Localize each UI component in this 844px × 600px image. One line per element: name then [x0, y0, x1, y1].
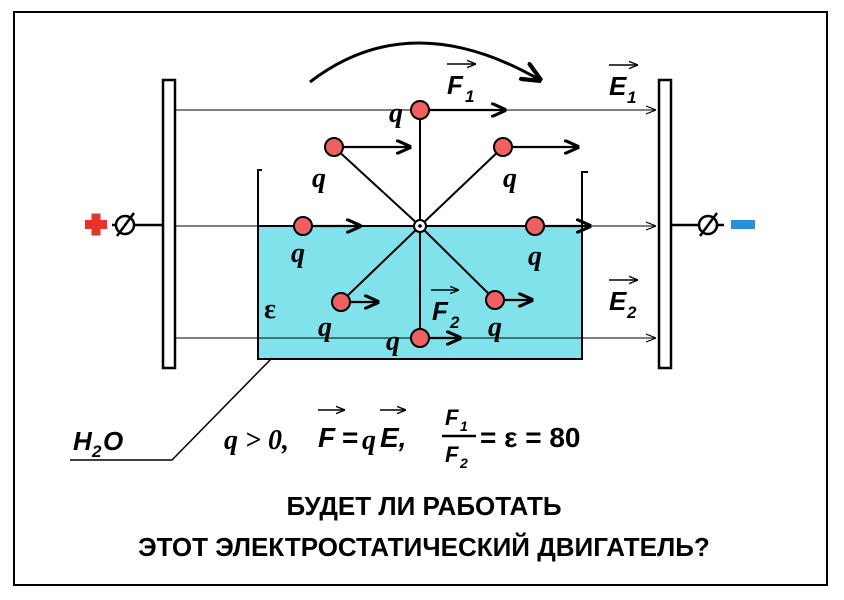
diagram-frame: [13, 11, 828, 586]
svg-text:O: O: [103, 426, 123, 456]
force-label-top: F 1: [447, 64, 476, 106]
water-label: H 2 O: [73, 426, 123, 461]
svg-text:F: F: [445, 442, 459, 467]
svg-text:E,: E,: [380, 422, 406, 453]
svg-text:H: H: [73, 426, 93, 456]
charge-label-right: q: [528, 241, 542, 272]
vessel-left-wall: [257, 169, 262, 359]
svg-text:F: F: [318, 422, 336, 453]
charge-lower-left: [331, 292, 351, 312]
svg-text:2: 2: [459, 455, 468, 471]
formula: q > 0, F = q E, F 1 F 2 = ε = 80: [224, 405, 580, 471]
charge-label-upper-left: q: [312, 163, 326, 194]
rotation-arrow: [309, 41, 540, 82]
svg-text:=: =: [342, 422, 358, 453]
charge-left: [293, 216, 313, 236]
charge-lower-right: [485, 290, 505, 310]
permittivity-label: ε: [264, 294, 276, 325]
right-plate: [657, 78, 673, 370]
left-plate: [161, 78, 177, 370]
svg-text:1: 1: [627, 88, 636, 107]
svg-text:E: E: [609, 71, 627, 101]
svg-text:2: 2: [91, 442, 102, 461]
svg-text:2: 2: [626, 303, 637, 322]
formula-tail: = ε = 80: [480, 422, 580, 453]
charge-right: [525, 216, 545, 236]
field-label-bottom: E 2: [609, 280, 638, 322]
field-label-top: E 1: [609, 65, 638, 107]
charge-label-upper-right: q: [503, 163, 517, 194]
charges: [293, 100, 545, 348]
svg-text:1: 1: [465, 87, 474, 106]
formula-condition: q > 0,: [224, 425, 289, 456]
left-terminal-icon: [114, 212, 136, 237]
question-line-2: ЭТОТ ЭЛЕКТРОСТАТИЧЕСКИЙ ДВИГАТЕЛЬ?: [138, 532, 710, 562]
charge-label-bottom: q: [386, 326, 400, 357]
svg-text:2: 2: [449, 313, 460, 332]
svg-text:F: F: [447, 70, 464, 100]
charge-label-lower-right: q: [488, 312, 502, 343]
charge-upper-right: [493, 137, 513, 157]
pivot-icon: [413, 219, 427, 233]
charge-top: [410, 100, 430, 120]
water-pointer: [70, 357, 273, 461]
vessel-right-wall: [581, 171, 588, 359]
plus-icon: [85, 213, 107, 236]
charge-label-top: q: [389, 98, 403, 129]
question-line-1: БУДЕТ ЛИ РАБОТАТЬ: [286, 491, 561, 521]
minus-icon: [731, 220, 755, 229]
force-label-bottom: F 2: [431, 290, 460, 332]
charge-label-left: q: [291, 238, 305, 269]
charge-bottom: [410, 328, 430, 348]
svg-text:F: F: [432, 296, 449, 326]
svg-text:1: 1: [460, 418, 468, 434]
right-terminal-icon: [697, 212, 719, 237]
svg-text:E: E: [609, 286, 627, 316]
svg-text:F: F: [445, 405, 459, 430]
charge-upper-left: [324, 137, 344, 157]
svg-text:q: q: [362, 425, 376, 456]
charge-label-lower-left: q: [318, 312, 332, 343]
